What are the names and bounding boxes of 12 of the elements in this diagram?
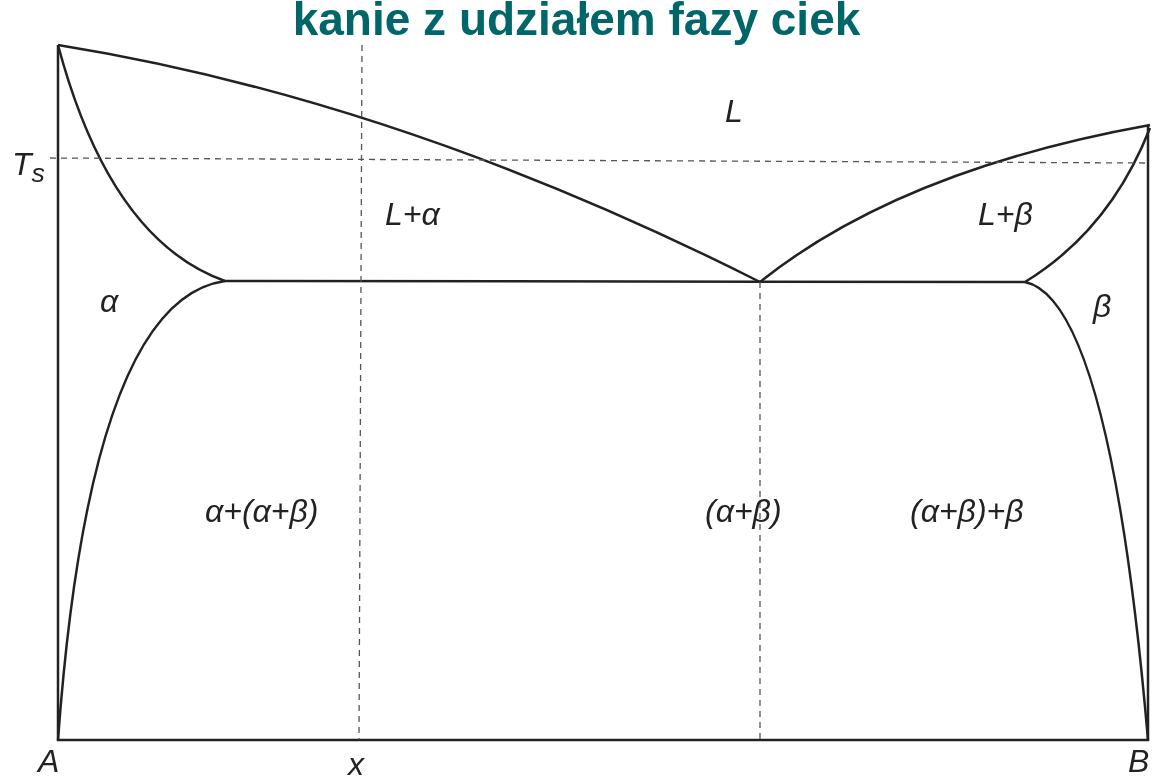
- region-label: x: [348, 748, 364, 780]
- region-label: L: [725, 95, 743, 127]
- region-label: L+β: [978, 198, 1033, 230]
- region-label: β: [1093, 290, 1112, 322]
- region-label: α: [100, 285, 119, 317]
- region-label: (α+β): [705, 495, 782, 527]
- axis-label: T$_{s}$: [12, 148, 45, 188]
- region-label: (α+β)+β: [910, 495, 1024, 527]
- region-label: α+(α+β): [205, 495, 319, 527]
- region-label: L+α: [385, 198, 440, 230]
- region-label: A: [38, 745, 60, 777]
- region-label: B: [1128, 745, 1150, 777]
